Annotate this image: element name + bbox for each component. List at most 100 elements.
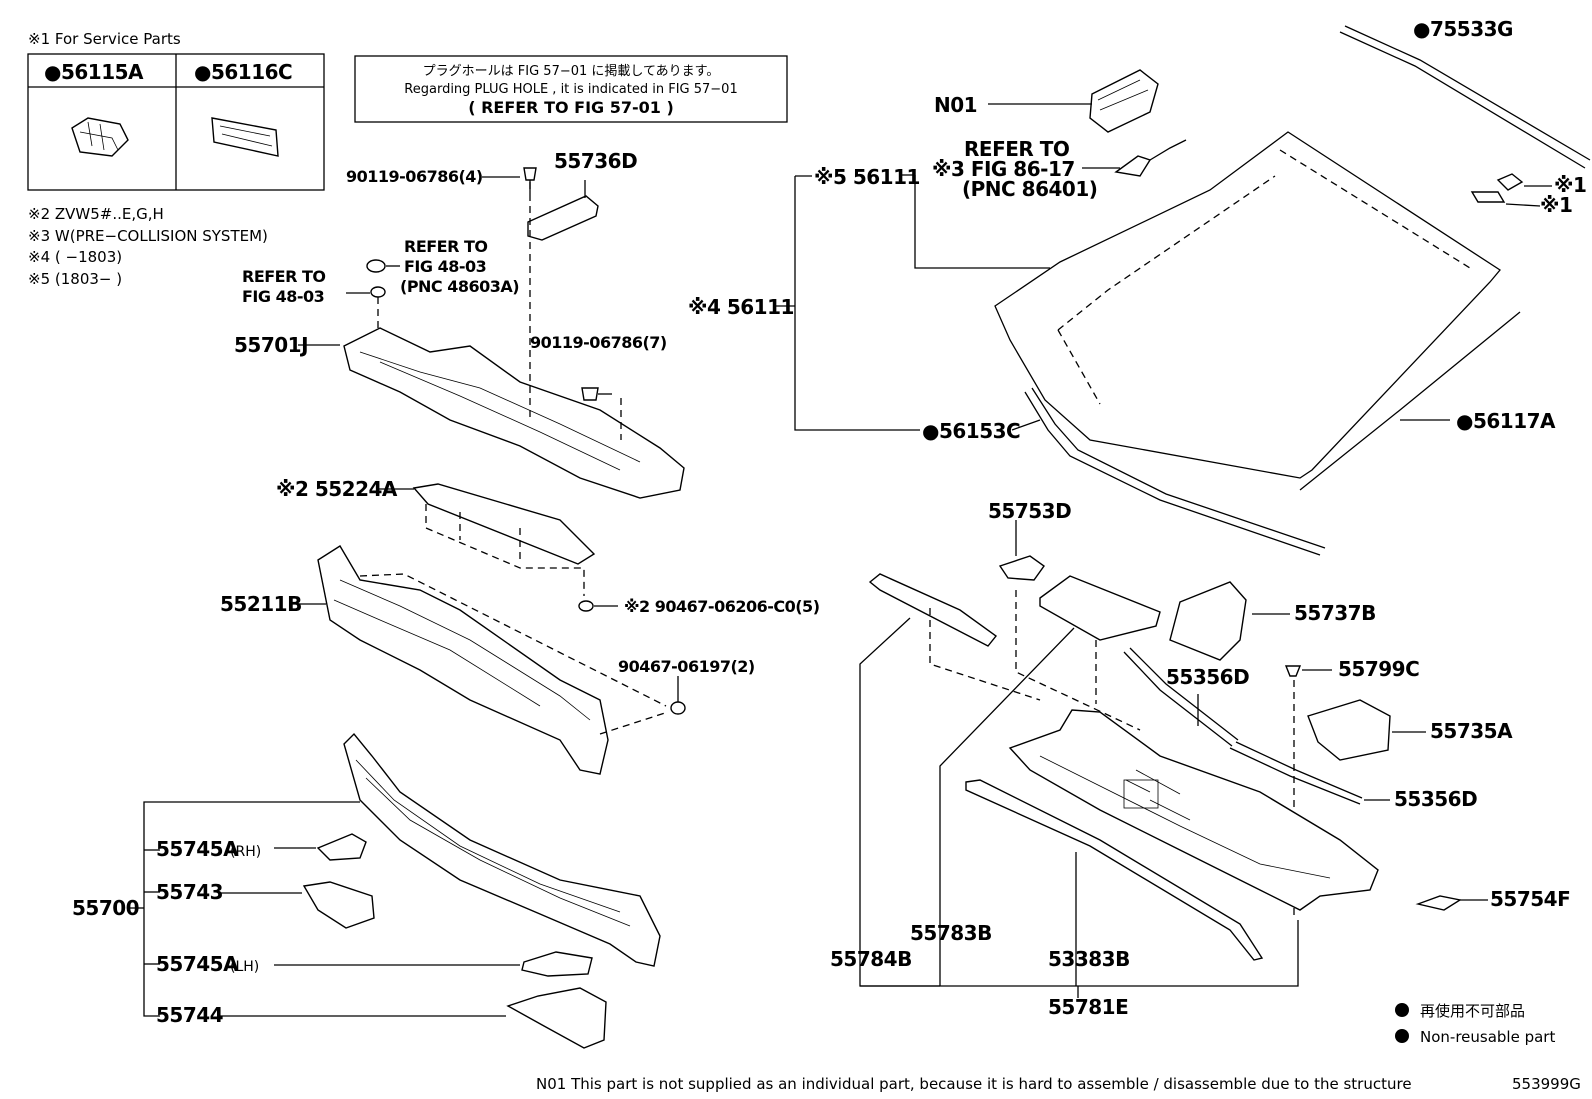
notice-japanese: プラグホールは FIG 57−01 に掲載してあります。	[423, 63, 720, 79]
bracket-55744[interactable]	[506, 987, 607, 1049]
label-55356D-a[interactable]: 55356D	[1166, 665, 1250, 689]
label-55744[interactable]: 55744	[156, 1003, 224, 1027]
bracket-55753D[interactable]	[998, 555, 1045, 581]
cover-55224A[interactable]	[412, 483, 596, 565]
label-star1-a: ※1	[1554, 173, 1586, 197]
label-lh: (LH)	[230, 959, 259, 975]
label-90467-2[interactable]: 90467-06197(2)	[618, 657, 755, 676]
service-parts-box: ※1 For Service Parts ●56115A ●56116C	[27, 30, 325, 191]
screw-90467-5[interactable]	[578, 600, 594, 612]
clip-55754F[interactable]	[1415, 895, 1462, 911]
label-56111-4[interactable]: ※4 56111	[688, 295, 794, 319]
label-refer-86-1[interactable]: REFER TO	[964, 137, 1070, 161]
label-55754F[interactable]: 55754F	[1490, 887, 1571, 911]
screw-90119-7[interactable]	[581, 387, 599, 401]
part-label-56115A[interactable]: ●56115A	[44, 60, 145, 84]
bracket-55737B[interactable]	[1169, 581, 1247, 661]
label-55781E[interactable]: 55781E	[1048, 995, 1129, 1019]
note-4: ※4 ( −1803)	[28, 248, 122, 266]
label-90119-7[interactable]: 90119-06786(7)	[530, 333, 667, 352]
label-56153C[interactable]: ●56153C	[922, 419, 1021, 443]
callout-labels: ●75533G N01 REFER TO ※3 FIG 86-17 (PNC 8…	[72, 17, 1587, 1027]
part-label-56116C[interactable]: ●56116C	[194, 60, 293, 84]
label-55784B[interactable]: 55784B	[830, 947, 912, 971]
label-refer-48a-1[interactable]: REFER TO	[404, 237, 488, 256]
bracket-55745A-lh[interactable]	[521, 951, 593, 977]
label-refer-48a-3[interactable]: (PNC 48603A)	[400, 277, 520, 296]
label-55736D[interactable]: 55736D	[554, 149, 638, 173]
cowl-top-55781E[interactable]	[1008, 709, 1379, 911]
brace-55211B[interactable]	[317, 545, 609, 775]
label-55701J[interactable]: 55701J	[234, 333, 309, 357]
seal-55356D-upper[interactable]	[1123, 651, 1233, 747]
label-55700[interactable]: 55700	[72, 896, 140, 920]
sensor-bracket-N01[interactable]	[1089, 69, 1159, 133]
note-3: ※3 W(PRE−COLLISION SYSTEM)	[28, 227, 268, 245]
label-refer-48b-1[interactable]: REFER TO	[242, 267, 326, 286]
nut-48603A[interactable]	[366, 259, 386, 273]
screw-90119-4[interactable]	[523, 167, 537, 194]
moulding-56117A	[1299, 311, 1521, 491]
label-55743[interactable]: 55743	[156, 880, 224, 904]
label-75533G[interactable]: ●75533G	[1413, 17, 1513, 41]
roof-moulding	[1344, 25, 1591, 161]
weatherstrip-56153C	[1024, 391, 1321, 556]
cowl-panel-55701J[interactable]	[343, 327, 685, 499]
bullet-icon	[1395, 1003, 1409, 1017]
label-55783B[interactable]: 55783B	[910, 921, 992, 945]
windshield-group	[776, 25, 1591, 556]
clip-55799C[interactable]	[1284, 665, 1302, 677]
washer-48-03[interactable]	[370, 286, 386, 298]
label-55737B[interactable]: 55737B	[1294, 601, 1376, 625]
label-55211B[interactable]: 55211B	[220, 592, 302, 616]
label-55745A-lh[interactable]: 55745A	[156, 952, 240, 976]
label-rh: (RH)	[230, 844, 261, 860]
label-N01[interactable]: N01	[934, 93, 978, 117]
label-refer-86-2[interactable]: ※3 FIG 86-17	[932, 157, 1075, 181]
cowl-panel-55700[interactable]	[343, 732, 661, 967]
applicability-notes: ※2 ZVW5#..E,G,H ※3 W(PRE−COLLISION SYSTE…	[28, 205, 268, 288]
notice-refer[interactable]: ( REFER TO FIG 57-01 )	[468, 98, 674, 117]
label-refer-48b-2[interactable]: FIG 48-03	[242, 287, 325, 306]
label-55745A-rh[interactable]: 55745A	[156, 837, 240, 861]
seal-53383B[interactable]	[965, 779, 1264, 961]
notice-english: Regarding PLUG HOLE , it is indicated in…	[404, 82, 737, 97]
strip-55784B[interactable]	[868, 573, 998, 647]
service-parts-title: ※1 For Service Parts	[28, 30, 181, 48]
clip-90467-2[interactable]	[670, 701, 686, 715]
windshield-glass[interactable]	[994, 131, 1501, 479]
legend-en: Non-reusable part	[1420, 1028, 1555, 1046]
label-55735A[interactable]: 55735A	[1430, 719, 1514, 743]
bracket-56116C-illustration	[211, 117, 279, 157]
bracket-55736D[interactable]	[527, 195, 599, 241]
legend-jp: 再使用不可部品	[1420, 1002, 1525, 1020]
label-refer-86-3[interactable]: (PNC 86401)	[962, 177, 1098, 201]
bullet-icon	[1395, 1029, 1409, 1043]
label-55356D-b[interactable]: 55356D	[1394, 787, 1478, 811]
bracket-55743[interactable]	[302, 881, 375, 929]
bracket-55745A-rh[interactable]	[316, 833, 367, 861]
plug-hole-notice: プラグホールは FIG 57−01 に掲載してあります。 Regarding P…	[354, 55, 788, 123]
camera-cover[interactable]	[1114, 155, 1152, 177]
label-star1-b: ※1	[1540, 193, 1572, 217]
label-53383B[interactable]: 53383B	[1048, 947, 1130, 971]
label-55799C[interactable]: 55799C	[1338, 657, 1420, 681]
clip-56115A-illustration	[71, 117, 129, 157]
note-2: ※2 ZVW5#..E,G,H	[28, 205, 164, 223]
seal-55356D-lower[interactable]	[1229, 747, 1361, 805]
note-5: ※5 (1803− )	[28, 270, 122, 288]
panel-55783B[interactable]	[1039, 575, 1161, 641]
legend: 再使用不可部品 Non-reusable part	[1395, 1002, 1555, 1046]
label-90467-5[interactable]: ※2 90467-06206-C0(5)	[624, 597, 820, 616]
label-refer-48a-2[interactable]: FIG 48-03	[404, 257, 487, 276]
label-55224A[interactable]: ※2 55224A	[276, 477, 398, 501]
label-56117A[interactable]: ●56117A	[1456, 409, 1557, 433]
figure-id: 553999G	[1512, 1075, 1581, 1093]
label-56111-5[interactable]: ※5 56111	[814, 165, 920, 189]
label-55753D[interactable]: 55753D	[988, 499, 1072, 523]
label-90119-4[interactable]: 90119-06786(4)	[346, 167, 483, 186]
bracket-55735A[interactable]	[1307, 699, 1391, 761]
footer: N01 This part is not supplied as an indi…	[536, 1075, 1581, 1093]
footer-n01-note: N01 This part is not supplied as an indi…	[536, 1075, 1412, 1093]
